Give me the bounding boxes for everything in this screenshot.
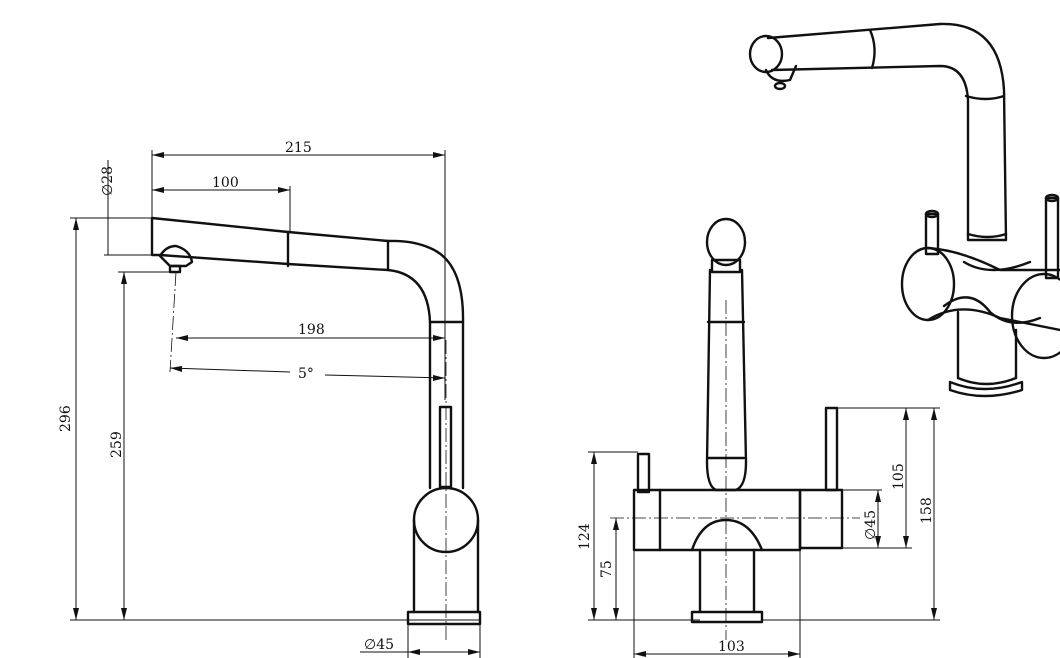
dim-dia-45-front: ∅45 [863, 510, 879, 540]
dim-5deg: 5° [298, 366, 314, 382]
dim-75: 75 [599, 560, 615, 578]
persp-outlet [764, 64, 798, 83]
side-spout-outline [150, 216, 465, 324]
persp-base [948, 380, 1024, 398]
front-base [690, 610, 764, 624]
side-body-outline [412, 518, 480, 614]
side-outlet-tip [168, 264, 182, 274]
front-arch [690, 518, 764, 552]
front-pedestal [698, 548, 756, 614]
dim-100: 100 [212, 175, 239, 191]
dim-dia-45-side: ∅45 [364, 637, 394, 653]
persp-spout [766, 22, 1008, 242]
side-center-outlet [169, 271, 177, 373]
front-spout-nozzle [710, 258, 742, 274]
front-lever-right [824, 406, 839, 492]
side-base [406, 610, 482, 626]
front-right-cap [798, 488, 844, 550]
front-lever-left [636, 452, 651, 494]
front-spout-head [705, 217, 747, 267]
front-view: 124 75 103 105 ∅45 158 [577, 217, 940, 658]
persp-body-right [1010, 272, 1060, 360]
persp-spout-end [748, 34, 784, 74]
persp-lever-right [1044, 196, 1060, 280]
dim-105: 105 [891, 463, 907, 490]
dim-215: 215 [285, 140, 312, 156]
side-outlet-nozzle [158, 244, 194, 268]
persp-lever-left [924, 212, 940, 256]
dim-296: 296 [58, 405, 74, 432]
persp-body-left [900, 246, 956, 322]
dim-259: 259 [109, 431, 125, 458]
dim-103: 103 [718, 639, 745, 655]
side-view: 215 100 ∅28 198 5° 296 25 [58, 140, 482, 658]
dim-124: 124 [577, 523, 593, 550]
side-lever [438, 405, 453, 489]
dim-dia-28: ∅28 [100, 166, 116, 196]
dim-158: 158 [919, 497, 935, 524]
perspective-view [748, 22, 1060, 398]
persp-pedestal [956, 310, 1018, 380]
dim-198: 198 [298, 322, 325, 338]
